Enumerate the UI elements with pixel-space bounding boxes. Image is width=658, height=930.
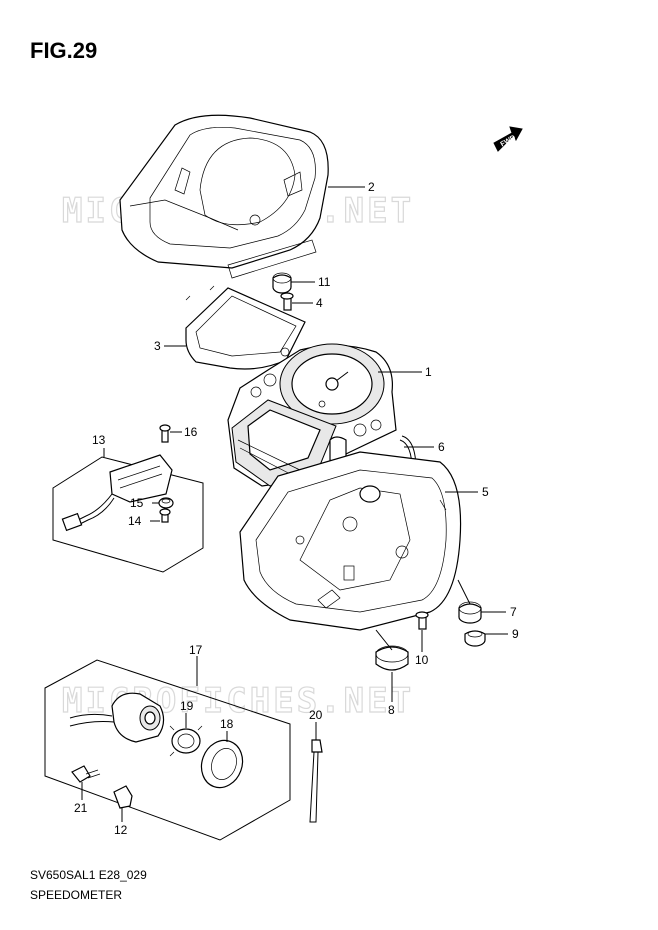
callout-4: 4 xyxy=(316,296,323,310)
figure-code: SV650SAL1 E28_029 xyxy=(30,868,147,882)
meter-case-part-5 xyxy=(239,451,462,631)
figure-title: FIG.29 xyxy=(30,38,98,63)
callout-3: 3 xyxy=(154,339,161,353)
callout-15: 15 xyxy=(130,496,144,510)
screw-part-14 xyxy=(159,508,171,523)
gasket-part-18 xyxy=(200,739,244,789)
grommet-part-11 xyxy=(272,272,292,294)
callout-2: 2 xyxy=(368,180,375,194)
callout-14: 14 xyxy=(128,514,142,528)
fwd-arrow-icon: FWD xyxy=(493,126,523,152)
callout-13: 13 xyxy=(92,433,106,447)
sensor-group-box-part-13 xyxy=(52,454,204,573)
callout-20: 20 xyxy=(309,708,323,722)
callout-7: 7 xyxy=(510,605,517,619)
callout-16: 16 xyxy=(184,425,198,439)
bolt-part-21 xyxy=(71,765,101,783)
damper-part-7 xyxy=(458,601,482,624)
collar-part-9 xyxy=(464,630,486,647)
screw-part-16 xyxy=(159,424,171,443)
clamp-part-12 xyxy=(113,785,133,809)
fwd-label: FWD xyxy=(500,134,517,148)
callout-8: 8 xyxy=(388,703,395,717)
callout-11: 11 xyxy=(318,275,331,289)
screw-part-4 xyxy=(280,292,294,311)
socket-group-box-part-17 xyxy=(44,659,291,841)
callout-5: 5 xyxy=(482,485,489,499)
callout-labels: 2 11 4 3 1 6 5 7 9 10 8 16 13 15 14 17 1… xyxy=(74,180,519,837)
collar-part-15 xyxy=(158,497,174,509)
screw-part-10 xyxy=(415,611,429,630)
callout-10: 10 xyxy=(415,653,429,667)
callout-1: 1 xyxy=(425,365,432,379)
cable-tie-part-20 xyxy=(309,739,323,823)
damper-part-8 xyxy=(375,645,409,671)
leader-lines xyxy=(81,186,508,822)
callout-21: 21 xyxy=(74,801,88,815)
callout-18: 18 xyxy=(220,717,234,731)
callout-6: 6 xyxy=(438,440,445,454)
ring-part-19 xyxy=(169,725,203,757)
callout-17: 17 xyxy=(189,643,203,657)
meter-cover-part-2 xyxy=(119,114,329,279)
meter-assembly-part-1 xyxy=(227,343,397,487)
figure-name: SPEEDOMETER xyxy=(30,888,123,902)
callout-9: 9 xyxy=(512,627,519,641)
callout-12: 12 xyxy=(114,823,128,837)
callout-19: 19 xyxy=(180,699,194,713)
